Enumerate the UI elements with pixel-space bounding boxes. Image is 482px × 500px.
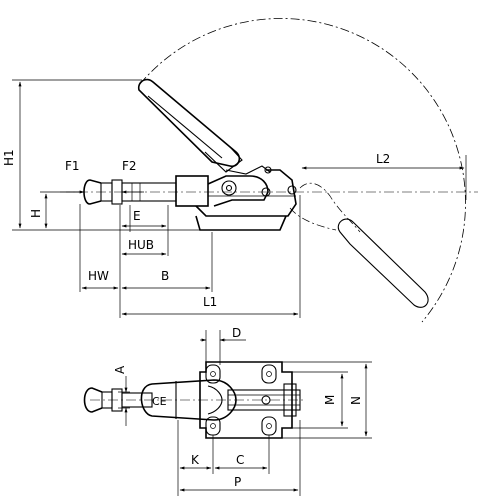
label-n: N [349, 396, 363, 405]
handle-open-ghost [289, 182, 429, 308]
side-view: H1 H F1 F2 E HUB HW B L1 L2 [2, 18, 478, 323]
label-a: A [113, 365, 127, 374]
label-d: D [232, 326, 241, 340]
label-h: H [29, 209, 43, 218]
label-p: P [234, 475, 241, 489]
label-h1: H1 [2, 149, 16, 166]
label-e: E [133, 209, 141, 223]
label-l1: L1 [203, 295, 217, 309]
label-f1: F1 [65, 159, 80, 173]
label-m: M [323, 395, 337, 405]
top-view: CE D A M N K C P [83, 326, 372, 496]
label-f2: F2 [122, 159, 137, 173]
swing-arc [139, 18, 466, 323]
label-hw: HW [88, 269, 109, 283]
label-b: B [161, 269, 169, 283]
clamp-body [175, 166, 297, 231]
label-k: K [191, 453, 200, 467]
label-hub: HUB [128, 238, 154, 252]
top-handle [140, 379, 237, 421]
ce-mark: CE [152, 395, 167, 408]
label-c: C [236, 453, 244, 467]
handle-raised [137, 78, 271, 175]
label-l2: L2 [376, 152, 390, 166]
